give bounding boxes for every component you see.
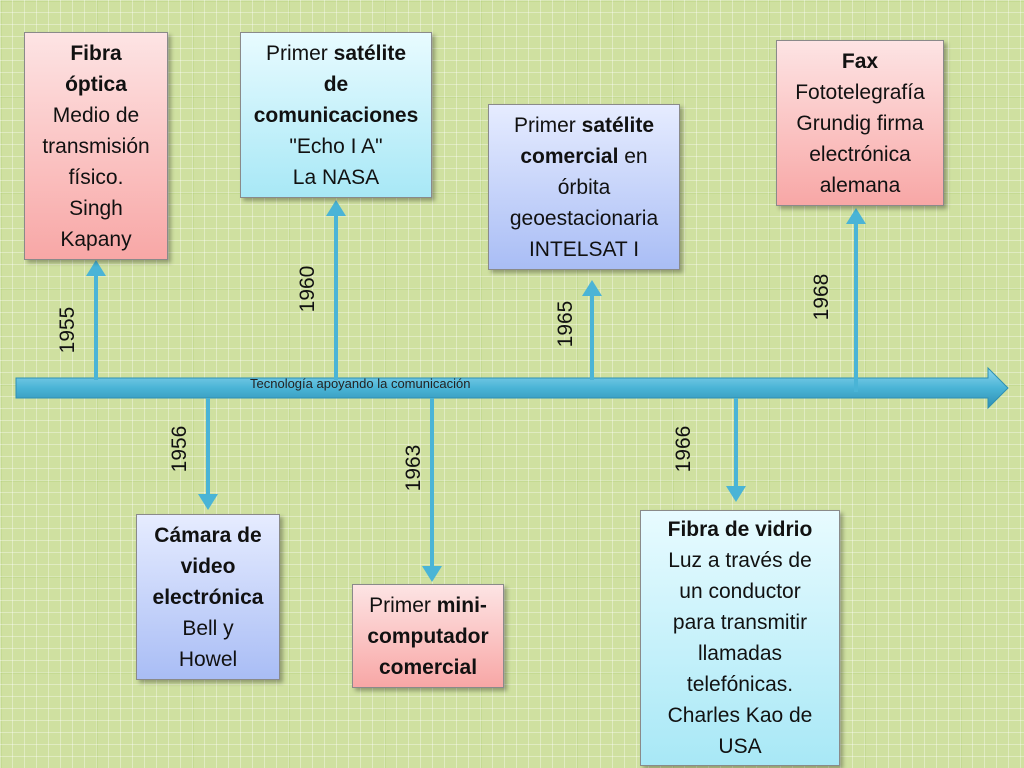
event-1963-title-3: comercial	[378, 655, 478, 679]
year-1960: 1960	[296, 265, 319, 313]
event-1966-desc-6: Charles Kao de	[667, 704, 813, 727]
event-box-1965: Primer satélite comercial en órbita geoe…	[488, 104, 680, 270]
event-1965-desc-2: geoestacionaria	[509, 206, 659, 230]
event-1965-title-1: satélite	[581, 113, 655, 137]
event-1960-title-3: comunicaciones	[253, 103, 419, 127]
arrowhead-down-1963	[422, 566, 442, 582]
event-box-1966: Fibra de vidrio Luz a través de un condu…	[640, 510, 840, 766]
year-1963: 1963	[402, 444, 425, 492]
arrowhead-up-1955	[86, 260, 106, 276]
year-1968: 1968	[810, 273, 833, 321]
event-1960-title-2: de	[323, 72, 349, 96]
event-1965-desc-1: órbita	[557, 175, 611, 199]
event-1955-desc-3: físico.	[68, 165, 124, 189]
arrowhead-up-1965	[582, 280, 602, 296]
event-1968-desc-1: Fototelegrafía	[795, 80, 925, 104]
event-1966-desc-5: telefónicas.	[686, 673, 794, 696]
event-1960-title-1: satélite	[333, 41, 407, 65]
year-1965: 1965	[554, 300, 577, 348]
event-1956-title-3: electrónica	[152, 585, 264, 609]
event-1968-desc-3: electrónica	[809, 142, 911, 166]
event-1955-title-line1: Fibra	[70, 41, 122, 65]
event-box-1968: Fax Fototelegrafía Grundig firma electró…	[776, 40, 944, 206]
event-1963-title-2: computador	[367, 624, 489, 648]
year-1966: 1966	[672, 425, 695, 473]
event-box-1956: Cámara de video electrónica Bell y Howel	[136, 514, 280, 680]
event-1966-desc-3: para transmitir	[672, 611, 808, 634]
event-1966-title: Fibra de vidrio	[667, 518, 813, 541]
event-1968-desc-2: Grundig firma	[796, 111, 924, 135]
event-1965-title-2: comercial	[520, 144, 619, 168]
event-1956-title-1: Cámara de	[154, 523, 262, 547]
event-1963-prefix: Primer	[369, 593, 437, 617]
event-1966-desc-2: un conductor	[679, 580, 801, 603]
event-1955-title-line2: óptica	[65, 72, 127, 96]
event-1955-desc-2: transmisión	[42, 134, 150, 158]
event-box-1963: Primer mini- computador comercial	[352, 584, 504, 688]
event-box-1955: Fibra óptica Medio de transmisión físico…	[24, 32, 168, 260]
event-1966-desc-4: llamadas	[697, 642, 783, 665]
year-1956: 1956	[168, 425, 191, 473]
event-1960-desc-1: "Echo I A"	[289, 134, 383, 158]
event-1956-desc-1: Bell y	[182, 616, 234, 640]
event-1965-desc-3: INTELSAT I	[528, 237, 640, 261]
event-1968-desc-4: alemana	[819, 173, 901, 197]
event-1956-title-2: video	[180, 554, 236, 578]
arrowhead-down-1966	[726, 486, 746, 502]
arrowhead-up-1968	[846, 208, 866, 224]
event-1955-desc-4: Singh	[69, 196, 123, 220]
event-1968-title: Fax	[841, 49, 879, 73]
event-1960-prefix: Primer	[265, 41, 334, 65]
timeline-arrow	[15, 366, 1009, 410]
event-1966-desc-1: Luz a través de	[668, 549, 812, 572]
year-1955: 1955	[56, 306, 79, 354]
event-1963-title-1: mini-	[436, 593, 487, 617]
event-1955-desc-5: Kapany	[60, 227, 132, 251]
event-1966-desc-7: USA	[718, 735, 762, 758]
event-1965-suffix: en	[618, 144, 648, 168]
arrowhead-down-1956	[198, 494, 218, 510]
event-1955-desc-1: Medio de	[52, 103, 140, 127]
event-1956-desc-2: Howel	[178, 647, 238, 671]
event-1960-desc-2: La NASA	[292, 165, 380, 189]
arrowhead-up-1960	[326, 200, 346, 216]
event-box-1960: Primer satélite de comunicaciones "Echo …	[240, 32, 432, 198]
timeline-label: Tecnología apoyando la comunicación	[250, 376, 471, 391]
event-1965-prefix: Primer	[513, 113, 582, 137]
